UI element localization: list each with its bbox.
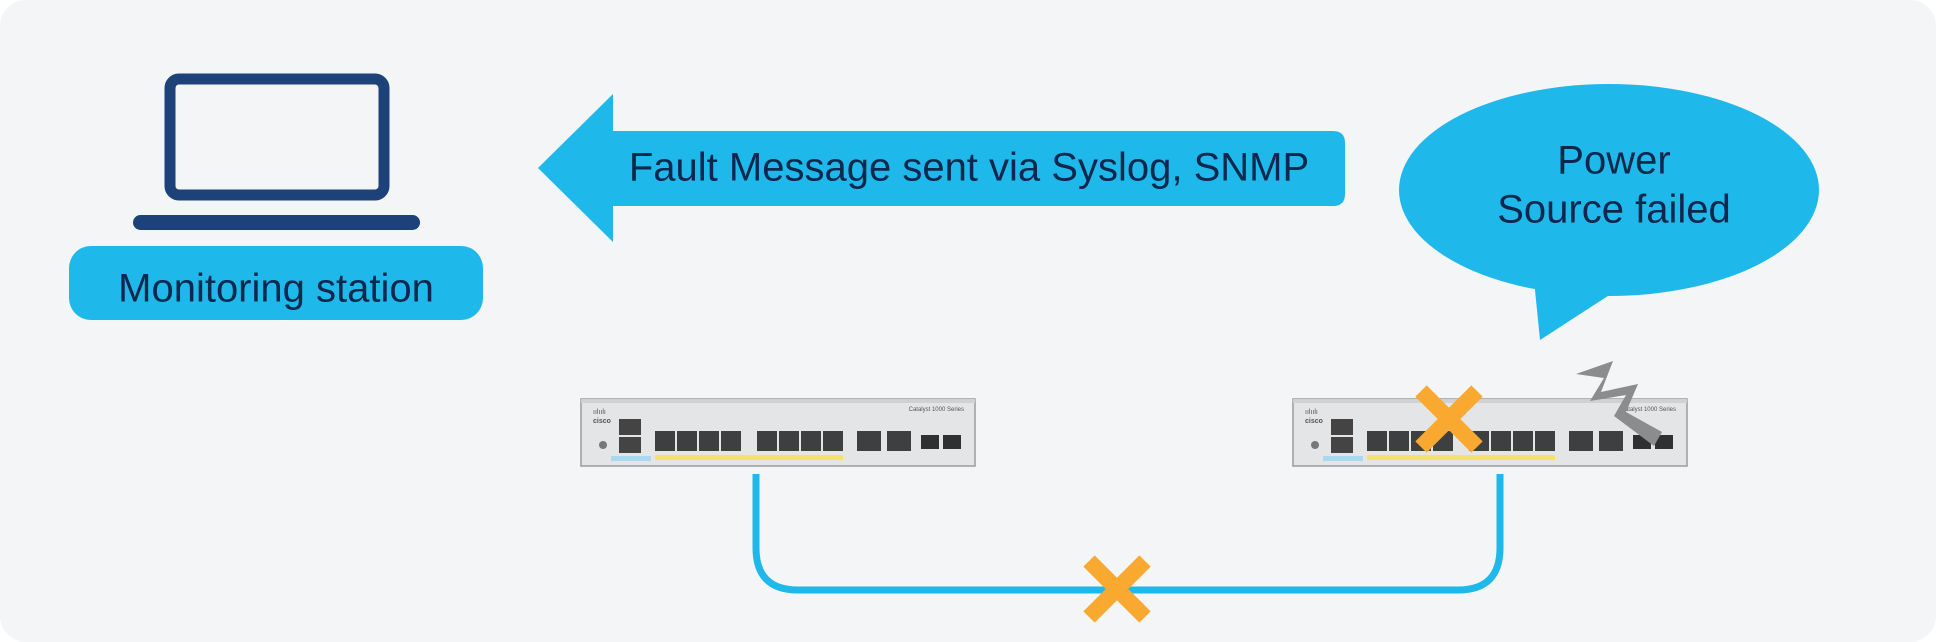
network-switch-right: ıılıılı cisco Catalyst 1000 Series xyxy=(1292,398,1688,467)
ethernet-ports xyxy=(1367,431,1673,451)
speech-bubble: Power Source failed xyxy=(1399,84,1819,340)
monitoring-station-text: Monitoring station xyxy=(118,267,434,311)
switch-series: Catalyst 1000 Series xyxy=(1621,407,1676,413)
switch-brand-logo: ıılıılı xyxy=(593,409,606,416)
link-failure-x-icon xyxy=(1083,555,1151,623)
lightning-bolt-icon xyxy=(1576,361,1662,446)
left-arrow-icon xyxy=(538,94,1345,242)
monitoring-station-label: Monitoring station xyxy=(69,246,483,320)
fault-message-label: Fault Message sent via Syslog, SNMP xyxy=(629,146,1309,190)
network-switch-left: ıılıılı cisco Catalyst 1000 Series xyxy=(580,398,976,467)
laptop-icon xyxy=(133,73,420,230)
speech-bubble-line2: Source failed xyxy=(1497,188,1730,232)
port-failure-x-icon xyxy=(1415,385,1483,453)
speech-bubble-line1: Power xyxy=(1557,139,1670,183)
ethernet-ports xyxy=(655,431,961,451)
switch-series: Catalyst 1000 Series xyxy=(909,407,964,413)
switch-brand-logo: ıılıılı xyxy=(1305,409,1318,416)
switch-brand: cisco xyxy=(593,418,611,425)
switch-brand: cisco xyxy=(1305,418,1323,425)
